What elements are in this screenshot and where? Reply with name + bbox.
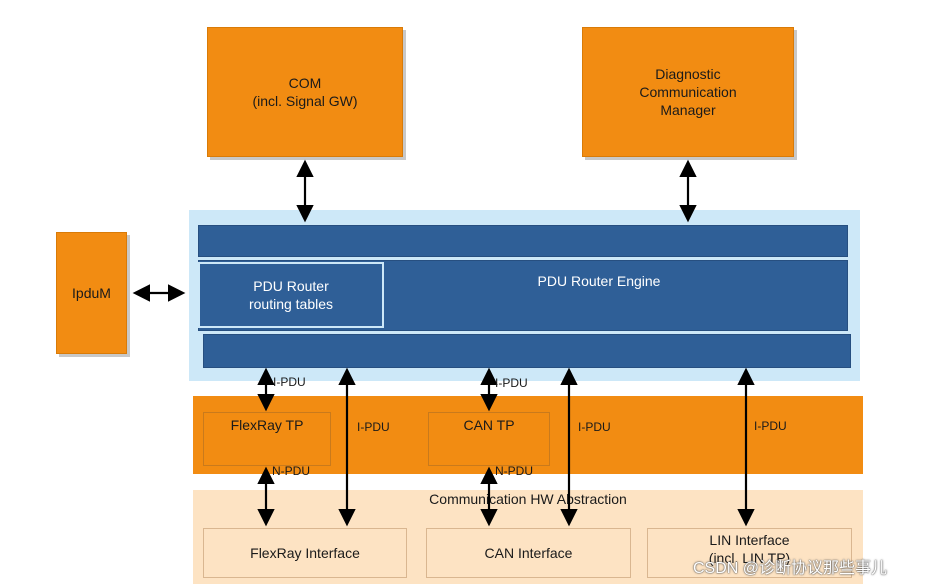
flexray-tp-label: FlexRay TP xyxy=(230,417,304,433)
routing-tables-label: PDU Router routing tables xyxy=(248,278,334,312)
ipdum-label: IpduM xyxy=(72,285,111,301)
ipdu-label-flexray-tp: I-PDU xyxy=(273,375,306,389)
flexray-interface-box: FlexRay Interface xyxy=(203,528,407,578)
ipdum-block: IpduM xyxy=(56,232,127,354)
can-interface-box: CAN Interface xyxy=(426,528,631,578)
lin-interface-label: LIN Interface (incl. LIN TP) xyxy=(708,532,791,566)
can-interface-label: CAN Interface xyxy=(484,545,573,561)
ipdu-label-can-tp: I-PDU xyxy=(495,376,528,390)
dcm-label: Diagnostic Communication Manager xyxy=(639,66,737,118)
pdu-router-bottom-bar xyxy=(203,334,851,368)
lin-interface-box: LIN Interface (incl. LIN TP) xyxy=(647,528,852,578)
ipdu-label-flexray-if: I-PDU xyxy=(357,420,390,434)
pdu-router-engine-label: PDU Router Engine xyxy=(537,273,661,289)
flexray-interface-label: FlexRay Interface xyxy=(250,545,360,561)
com-label: COM (incl. Signal GW) xyxy=(252,75,358,109)
com-block: COM (incl. Signal GW) xyxy=(207,27,403,157)
watermark: CSDN @诊断协议那些事儿 xyxy=(693,560,888,577)
can-tp-box: CAN TP xyxy=(428,412,550,466)
flexray-tp-box: FlexRay TP xyxy=(203,412,331,466)
npdu-label-can: N-PDU xyxy=(495,464,533,478)
npdu-label-flexray: N-PDU xyxy=(272,464,310,478)
dcm-block: Diagnostic Communication Manager xyxy=(582,27,794,157)
routing-tables-box: PDU Router routing tables xyxy=(198,262,384,328)
pdu-router-top-bar xyxy=(198,225,848,257)
ipdu-label-can-if: I-PDU xyxy=(578,420,611,434)
can-tp-label: CAN TP xyxy=(463,417,515,433)
ipdu-label-lin-if: I-PDU xyxy=(754,419,787,433)
